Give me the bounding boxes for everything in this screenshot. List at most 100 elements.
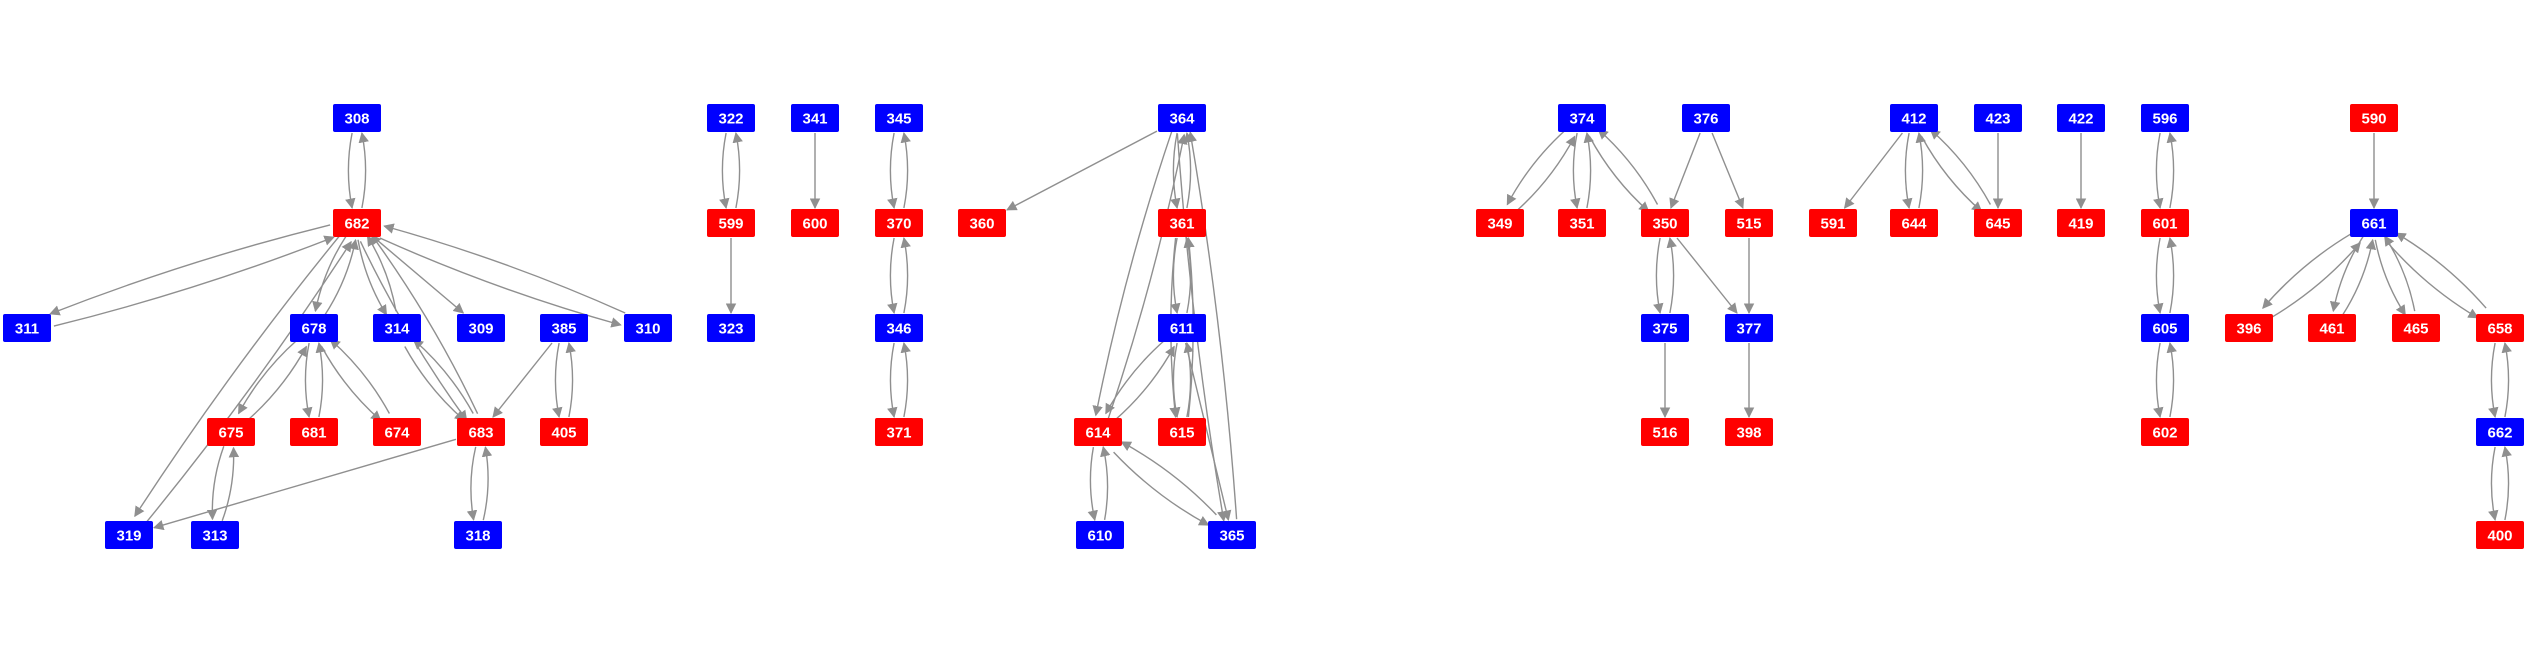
node-box-515[interactable] <box>1725 209 1773 237</box>
node-box-682[interactable] <box>333 209 381 237</box>
node-396[interactable]: 396 <box>2225 314 2273 342</box>
node-602[interactable]: 602 <box>2141 418 2189 446</box>
node-345[interactable]: 345 <box>875 104 923 132</box>
node-box-400[interactable] <box>2476 521 2524 549</box>
node-318[interactable]: 318 <box>454 521 502 549</box>
node-box-419[interactable] <box>2057 209 2105 237</box>
node-461[interactable]: 461 <box>2308 314 2356 342</box>
node-box-364[interactable] <box>1158 104 1206 132</box>
node-box-591[interactable] <box>1809 209 1857 237</box>
node-375[interactable]: 375 <box>1641 314 1689 342</box>
node-405[interactable]: 405 <box>540 418 588 446</box>
node-box-596[interactable] <box>2141 104 2189 132</box>
node-350[interactable]: 350 <box>1641 209 1689 237</box>
node-309[interactable]: 309 <box>457 314 505 342</box>
node-box-423[interactable] <box>1974 104 2022 132</box>
node-box-601[interactable] <box>2141 209 2189 237</box>
node-box-590[interactable] <box>2350 104 2398 132</box>
node-374[interactable]: 374 <box>1558 104 1606 132</box>
node-412[interactable]: 412 <box>1890 104 1938 132</box>
node-box-461[interactable] <box>2308 314 2356 342</box>
node-591[interactable]: 591 <box>1809 209 1857 237</box>
node-614[interactable]: 614 <box>1074 418 1122 446</box>
node-678[interactable]: 678 <box>290 314 338 342</box>
node-645[interactable]: 645 <box>1974 209 2022 237</box>
node-400[interactable]: 400 <box>2476 521 2524 549</box>
node-box-365[interactable] <box>1208 521 1256 549</box>
node-308[interactable]: 308 <box>333 104 381 132</box>
node-box-385[interactable] <box>540 314 588 342</box>
node-371[interactable]: 371 <box>875 418 923 446</box>
node-422[interactable]: 422 <box>2057 104 2105 132</box>
node-box-310[interactable] <box>624 314 672 342</box>
node-682[interactable]: 682 <box>333 209 381 237</box>
node-319[interactable]: 319 <box>105 521 153 549</box>
node-423[interactable]: 423 <box>1974 104 2022 132</box>
node-box-323[interactable] <box>707 314 755 342</box>
node-515[interactable]: 515 <box>1725 209 1773 237</box>
node-box-675[interactable] <box>207 418 255 446</box>
node-box-516[interactable] <box>1641 418 1689 446</box>
node-596[interactable]: 596 <box>2141 104 2189 132</box>
node-351[interactable]: 351 <box>1558 209 1606 237</box>
node-box-377[interactable] <box>1725 314 1773 342</box>
node-box-614[interactable] <box>1074 418 1122 446</box>
node-box-360[interactable] <box>958 209 1006 237</box>
node-658[interactable]: 658 <box>2476 314 2524 342</box>
node-419[interactable]: 419 <box>2057 209 2105 237</box>
node-box-405[interactable] <box>540 418 588 446</box>
node-box-465[interactable] <box>2392 314 2440 342</box>
node-box-308[interactable] <box>333 104 381 132</box>
node-675[interactable]: 675 <box>207 418 255 446</box>
node-box-322[interactable] <box>707 104 755 132</box>
node-600[interactable]: 600 <box>791 209 839 237</box>
node-361[interactable]: 361 <box>1158 209 1206 237</box>
node-box-412[interactable] <box>1890 104 1938 132</box>
node-box-350[interactable] <box>1641 209 1689 237</box>
node-box-341[interactable] <box>791 104 839 132</box>
node-360[interactable]: 360 <box>958 209 1006 237</box>
node-516[interactable]: 516 <box>1641 418 1689 446</box>
node-349[interactable]: 349 <box>1476 209 1524 237</box>
node-box-678[interactable] <box>290 314 338 342</box>
node-370[interactable]: 370 <box>875 209 923 237</box>
node-box-351[interactable] <box>1558 209 1606 237</box>
node-322[interactable]: 322 <box>707 104 755 132</box>
node-662[interactable]: 662 <box>2476 418 2524 446</box>
node-311[interactable]: 311 <box>3 314 51 342</box>
node-box-644[interactable] <box>1890 209 1938 237</box>
node-box-600[interactable] <box>791 209 839 237</box>
node-box-611[interactable] <box>1158 314 1206 342</box>
node-323[interactable]: 323 <box>707 314 755 342</box>
node-box-615[interactable] <box>1158 418 1206 446</box>
node-314[interactable]: 314 <box>373 314 421 342</box>
node-box-371[interactable] <box>875 418 923 446</box>
node-365[interactable]: 365 <box>1208 521 1256 549</box>
node-box-422[interactable] <box>2057 104 2105 132</box>
node-box-311[interactable] <box>3 314 51 342</box>
node-box-314[interactable] <box>373 314 421 342</box>
node-346[interactable]: 346 <box>875 314 923 342</box>
node-box-349[interactable] <box>1476 209 1524 237</box>
node-box-313[interactable] <box>191 521 239 549</box>
node-674[interactable]: 674 <box>373 418 421 446</box>
node-605[interactable]: 605 <box>2141 314 2189 342</box>
node-465[interactable]: 465 <box>2392 314 2440 342</box>
node-box-370[interactable] <box>875 209 923 237</box>
node-644[interactable]: 644 <box>1890 209 1938 237</box>
node-590[interactable]: 590 <box>2350 104 2398 132</box>
node-box-610[interactable] <box>1076 521 1124 549</box>
node-681[interactable]: 681 <box>290 418 338 446</box>
node-box-683[interactable] <box>457 418 505 446</box>
node-box-309[interactable] <box>457 314 505 342</box>
node-313[interactable]: 313 <box>191 521 239 549</box>
node-box-398[interactable] <box>1725 418 1773 446</box>
node-611[interactable]: 611 <box>1158 314 1206 342</box>
node-599[interactable]: 599 <box>707 209 755 237</box>
node-box-374[interactable] <box>1558 104 1606 132</box>
node-box-602[interactable] <box>2141 418 2189 446</box>
node-601[interactable]: 601 <box>2141 209 2189 237</box>
node-box-376[interactable] <box>1682 104 1730 132</box>
node-box-396[interactable] <box>2225 314 2273 342</box>
node-341[interactable]: 341 <box>791 104 839 132</box>
